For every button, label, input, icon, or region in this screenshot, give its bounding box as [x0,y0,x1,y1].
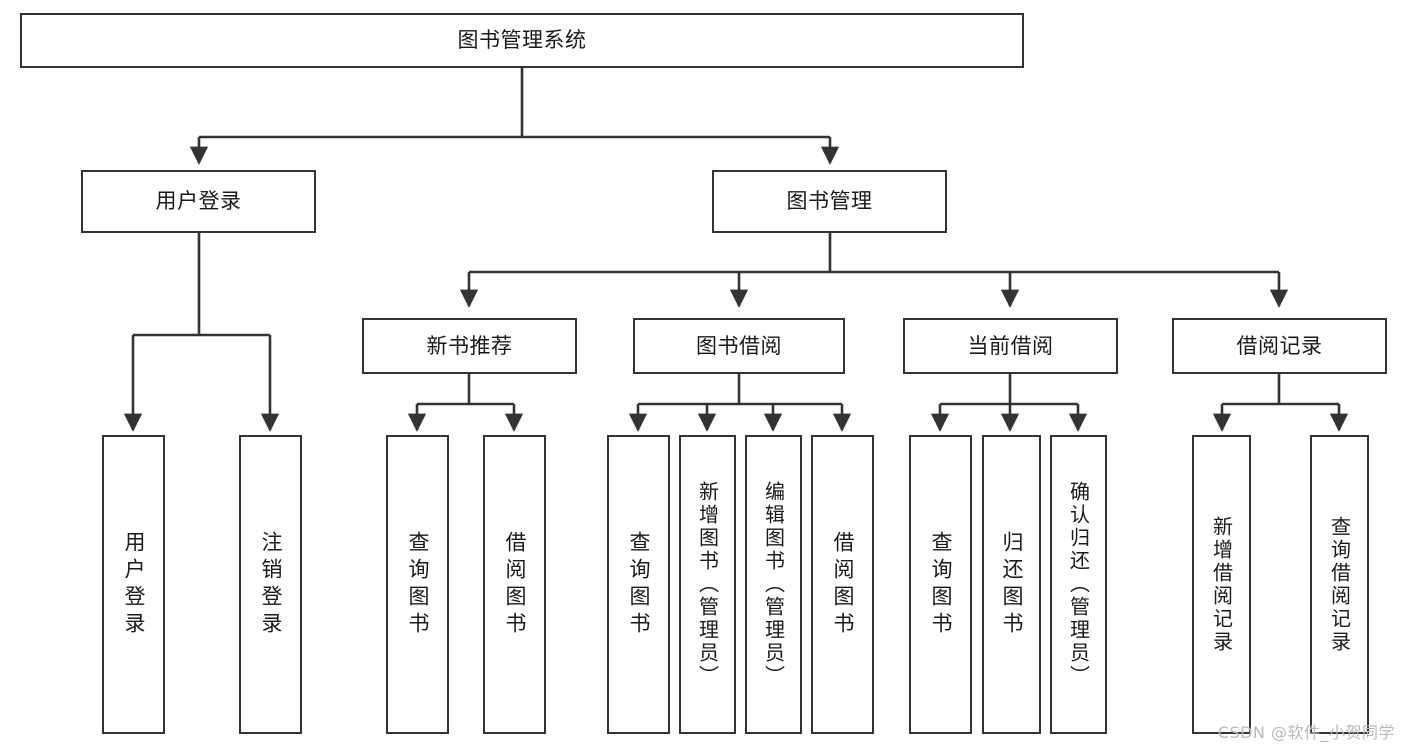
csdn-watermark: CSDN @软件_小贺同学 [1217,723,1395,742]
node-label: 借阅图书 [831,530,855,639]
node-label: 用户登录 [155,189,242,214]
node-current-borrowing[interactable]: 当前借阅 [903,318,1118,374]
node-book-management[interactable]: 图书管理 [712,170,947,233]
node-user-login[interactable]: 用户登录 [81,170,316,233]
node-label: 新书推荐 [426,333,513,358]
node-label: 用户登录 [122,530,146,639]
node-leaf-borrow-edit-book-admin[interactable]: 编辑图书（管理员） [745,435,802,734]
node-leaf-borrow-query-book[interactable]: 查询图书 [607,435,670,734]
node-root-book-management-system[interactable]: 图书管理系统 [20,13,1024,68]
node-leaf-current-return-book[interactable]: 归还图书 [982,435,1041,734]
node-leaf-new-book-borrow[interactable]: 借阅图书 [483,435,546,734]
node-label: 借阅图书 [503,530,527,639]
node-label: 查询借阅记录 [1327,515,1352,654]
node-new-book-recommendation[interactable]: 新书推荐 [362,318,577,374]
node-leaf-new-book-query[interactable]: 查询图书 [386,435,449,734]
node-label: 新增图书（管理员） [695,481,720,688]
node-label: 注销登录 [259,530,283,639]
node-borrowing-record[interactable]: 借阅记录 [1172,318,1387,374]
node-label: 图书管理 [786,189,873,214]
node-leaf-record-add-record[interactable]: 新增借阅记录 [1192,435,1251,734]
node-leaf-borrow-borrow-book[interactable]: 借阅图书 [811,435,874,734]
node-label: 归还图书 [1000,530,1024,639]
node-label: 图书借阅 [696,333,782,358]
node-leaf-current-query-book[interactable]: 查询图书 [909,435,972,734]
node-leaf-record-query-record[interactable]: 查询借阅记录 [1310,435,1369,734]
node-label: 新增借阅记录 [1209,515,1234,654]
node-leaf-user-login-logout[interactable]: 注销登录 [239,435,302,734]
node-leaf-current-confirm-return-admin[interactable]: 确认归还（管理员） [1050,435,1107,734]
node-label: 查询图书 [627,530,651,639]
node-book-borrowing[interactable]: 图书借阅 [633,318,845,374]
node-label: 编辑图书（管理员） [761,481,786,688]
node-leaf-borrow-add-book-admin[interactable]: 新增图书（管理员） [679,435,736,734]
node-label: 当前借阅 [967,333,1054,358]
node-leaf-user-login-login[interactable]: 用户登录 [102,435,165,734]
node-label: 图书管理系统 [457,28,587,53]
node-label: 借阅记录 [1236,333,1323,358]
node-label: 查询图书 [406,530,430,639]
node-label: 确认归还（管理员） [1066,481,1091,688]
node-label: 查询图书 [929,530,953,639]
